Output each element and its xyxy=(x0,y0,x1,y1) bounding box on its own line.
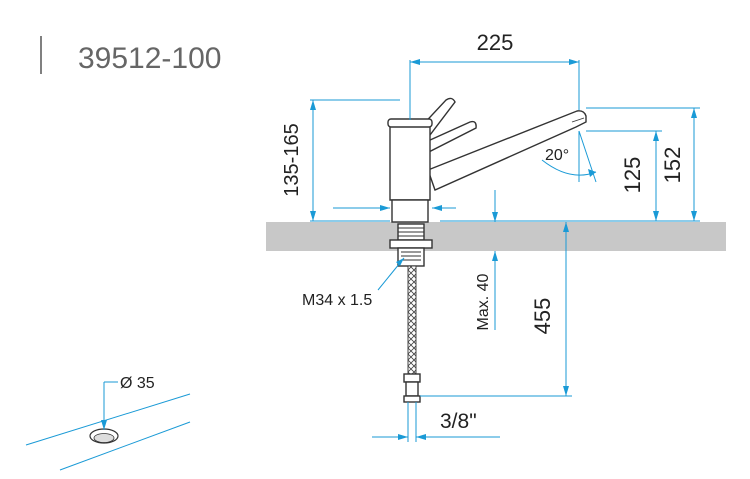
dimension-width: 225 xyxy=(409,30,580,120)
dimension-spout-height: 125 xyxy=(586,130,662,221)
dimension-max-thickness: Max. 40 xyxy=(475,190,498,330)
mounting-assembly xyxy=(389,223,433,403)
dimension-body-height: 135-165 xyxy=(281,99,400,222)
dimension-connection: 3/8" xyxy=(372,402,500,442)
mounting-hole-detail: Ø 35 xyxy=(25,375,191,471)
label-thread: M34 x 1.5 xyxy=(302,292,372,309)
label-hole-diameter: Ø 35 xyxy=(120,375,155,392)
model-number: 39512-100 xyxy=(78,42,221,75)
dimension-angle: 20° xyxy=(541,130,597,183)
dimension-total-height: 152 xyxy=(440,107,700,222)
label-connection: 3/8" xyxy=(440,410,477,433)
countertop xyxy=(266,222,726,251)
label-spout-height: 125 xyxy=(620,157,645,194)
label-max-thickness: Max. 40 xyxy=(475,273,492,330)
label-body-height: 135-165 xyxy=(281,123,303,196)
dimension-hose-length: 455 xyxy=(420,222,572,397)
label-total-height: 152 xyxy=(660,147,685,184)
label-width: 225 xyxy=(477,30,514,55)
dimension-base xyxy=(333,205,456,211)
dimension-thread: M34 x 1.5 xyxy=(302,257,405,309)
label-hose-length: 455 xyxy=(530,298,555,335)
label-angle: 20° xyxy=(545,147,569,164)
faucet xyxy=(387,97,587,223)
